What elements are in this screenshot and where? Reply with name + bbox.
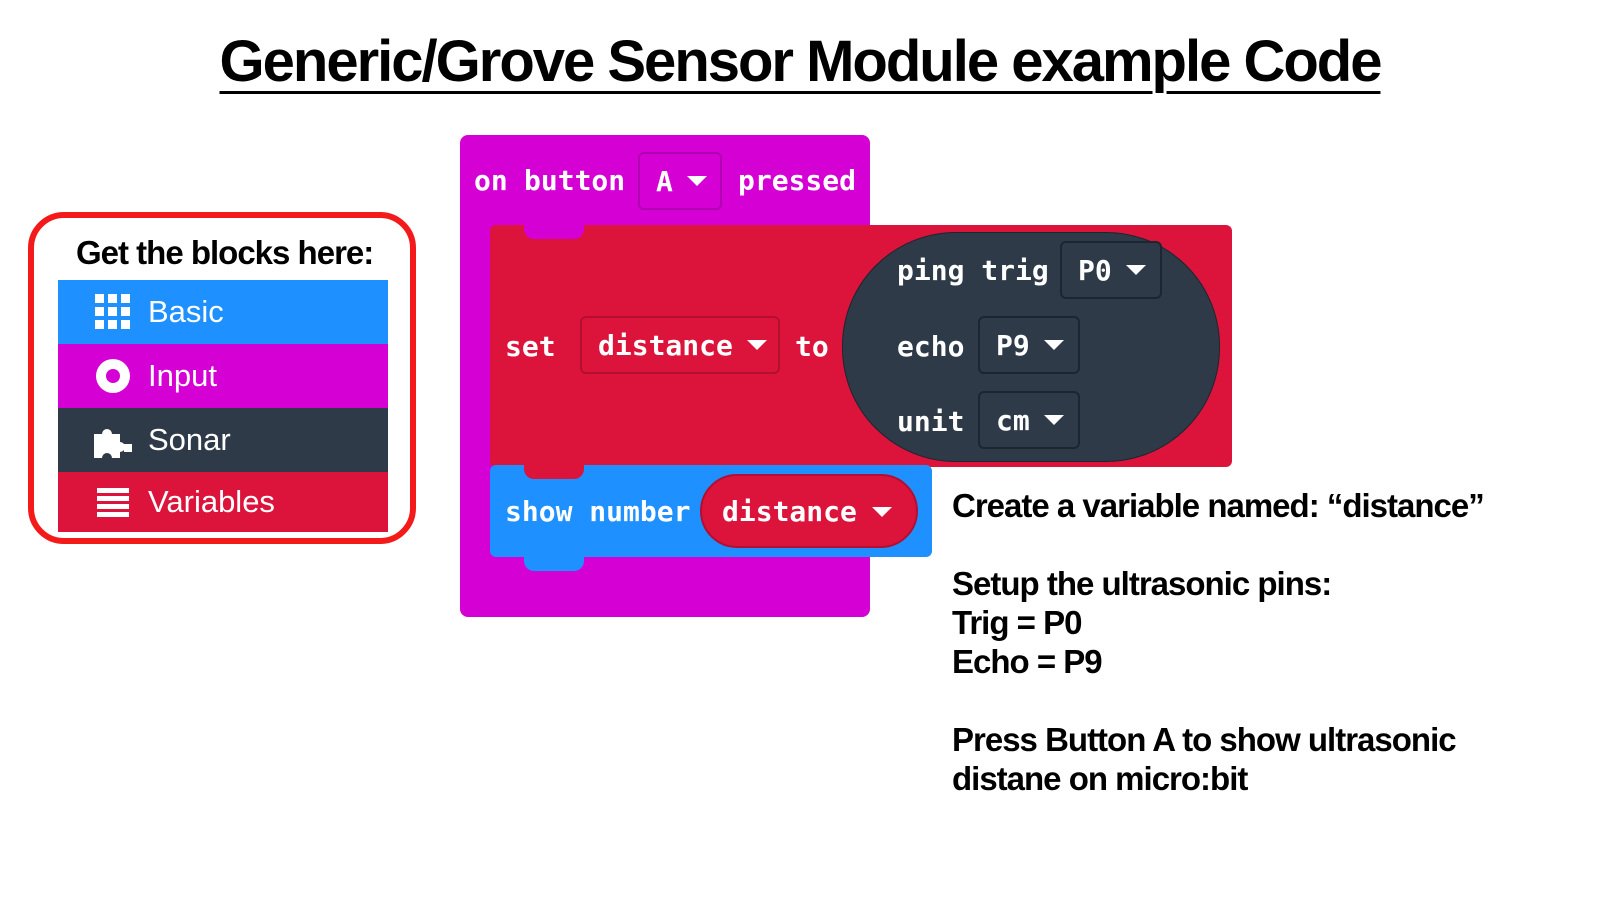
category-input[interactable]: Input	[58, 344, 388, 408]
category-input-label: Input	[148, 358, 217, 393]
event-pressed-label: pressed	[738, 164, 857, 197]
note-echo-pin: Echo = P9	[952, 643, 1103, 680]
list-icon	[88, 486, 138, 518]
block-notch	[524, 557, 584, 571]
button-select-dropdown[interactable]: A	[638, 152, 722, 210]
set-variable-value: distance	[598, 328, 733, 362]
category-basic[interactable]: Basic	[58, 280, 388, 344]
instructions: Create a variable named: “distance” Setu…	[952, 486, 1572, 798]
ping-trig-label: ping trig	[897, 254, 1049, 287]
block-notch	[524, 225, 584, 239]
button-select-value: A	[656, 164, 673, 198]
set-label: set	[505, 330, 556, 363]
set-to-label: to	[795, 330, 829, 363]
block-palette: Get the blocks here: Basic Input Son	[28, 212, 416, 544]
show-variable-value: distance	[722, 495, 857, 528]
category-variables-label: Variables	[148, 484, 275, 519]
category-sonar-label: Sonar	[148, 422, 231, 457]
category-basic-label: Basic	[148, 294, 224, 329]
block-notch	[524, 465, 584, 479]
event-on-label: on	[474, 164, 508, 197]
note-trig-pin: Trig = P0	[952, 604, 1082, 641]
chevron-down-icon	[872, 507, 892, 517]
echo-pin-value: P9	[996, 328, 1030, 362]
unit-dropdown[interactable]: cm	[978, 391, 1080, 449]
trig-pin-dropdown[interactable]: P0	[1060, 241, 1162, 299]
unit-value: cm	[996, 403, 1030, 437]
trig-pin-value: P0	[1078, 253, 1112, 287]
chevron-down-icon	[1043, 340, 1064, 350]
note-create-variable: Create a variable named: “distance”	[952, 487, 1485, 524]
puzzle-icon	[88, 422, 138, 458]
show-number-label: show number	[505, 495, 691, 528]
echo-label: echo	[897, 330, 965, 363]
chevron-down-icon	[1043, 415, 1064, 425]
palette-heading: Get the blocks here:	[76, 234, 374, 271]
unit-label: unit	[897, 405, 965, 438]
grid-icon	[88, 293, 138, 331]
note-press-button: Press Button A to show ultrasonic	[952, 721, 1457, 758]
echo-pin-dropdown[interactable]: P9	[978, 316, 1080, 374]
event-button-label: button	[524, 164, 626, 197]
note-distance-display: distane on micro:bit	[952, 760, 1248, 797]
category-sonar[interactable]: Sonar	[58, 408, 388, 472]
page-title: Generic/Grove Sensor Module example Code	[219, 29, 1383, 94]
set-variable-dropdown[interactable]: distance	[580, 316, 780, 374]
chevron-down-icon	[746, 340, 767, 350]
category-variables[interactable]: Variables	[58, 472, 388, 532]
chevron-down-icon	[686, 176, 707, 186]
circle-dot-icon	[88, 358, 138, 394]
note-setup-pins: Setup the ultrasonic pins:	[952, 565, 1332, 602]
chevron-down-icon	[1125, 265, 1146, 275]
